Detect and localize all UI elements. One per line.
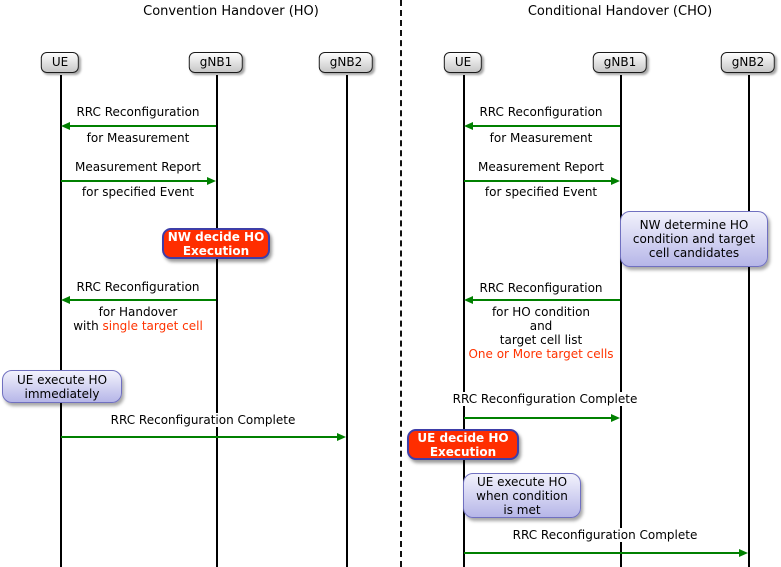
note-line: is met	[503, 502, 541, 517]
note-line: UE execute HO	[476, 474, 568, 489]
message-sublabel: for Measurement	[84, 131, 192, 145]
lifeline-gnb1-right	[620, 75, 622, 567]
note-line: cell candidates	[648, 246, 740, 260]
message-label: RRC Reconfiguration	[477, 281, 605, 295]
arrowhead-right-icon	[611, 413, 620, 422]
note-line: NW determine HO	[639, 218, 749, 232]
message-sublabel: target cell list	[497, 333, 585, 347]
message-arrow-right-meas-report	[464, 176, 620, 185]
arrowhead-right-icon	[337, 432, 346, 441]
lifeline-gnb1-left	[216, 75, 218, 567]
message-arrow-right-rrc-complete-1	[464, 413, 620, 422]
actor-box-gnb2-right: gNB2	[720, 52, 776, 73]
message-arrow-right-rrc-complete-2	[464, 548, 748, 557]
message-label: RRC Reconfiguration Complete	[510, 528, 700, 542]
note-line: immediately	[24, 386, 100, 401]
arrowhead-right-icon	[611, 176, 620, 185]
note-line: UE execute HO	[16, 372, 108, 387]
message-sublabel-highlighted: with single target cell	[71, 319, 205, 333]
note-box-ue-execute-immediately: UE execute HO immediately	[2, 370, 122, 403]
alert-box-nw-decide-ho: NW decide HO Execution	[162, 228, 270, 259]
note-box-nw-determine-ho-condition: NW determine HO condition and target cel…	[620, 211, 768, 267]
message-label: RRC Reconfiguration Complete	[108, 413, 298, 427]
message-sublabel: for HO condition	[489, 305, 593, 319]
arrow-shaft	[464, 552, 741, 554]
arrow-shaft	[464, 180, 613, 182]
arrowhead-left-icon	[464, 121, 473, 130]
message-arrow-left-meas-report	[61, 176, 216, 185]
message-arrow-left-rrc-meas	[61, 121, 216, 130]
message-label: RRC Reconfiguration Complete	[450, 392, 640, 406]
arrowhead-left-icon	[464, 295, 473, 304]
lifeline-gnb2-right	[748, 75, 750, 567]
message-sublabel: for Measurement	[487, 131, 595, 145]
actor-box-gnb2-left: gNB2	[318, 52, 374, 73]
message-label: RRC Reconfiguration	[74, 280, 202, 294]
message-sublabel: for Handover	[96, 305, 180, 319]
actor-box-ue-right: UE	[443, 52, 483, 73]
actor-box-gnb1-left: gNB1	[188, 52, 244, 73]
message-sublabel: and	[527, 319, 555, 333]
diagram-title-right: Conditional Handover (CHO)	[527, 4, 713, 19]
arrowhead-left-icon	[61, 295, 70, 304]
message-label: Measurement Report	[476, 160, 606, 174]
message-arrow-left-rrc-complete	[61, 432, 346, 441]
note-line: when condition	[476, 488, 568, 503]
arrow-shaft	[61, 436, 339, 438]
arrow-shaft	[68, 125, 216, 127]
message-sublabel: for specified Event	[482, 185, 600, 199]
message-sublabel-highlight: One or More target cells	[466, 347, 616, 361]
alert-line: NW decide HO	[167, 229, 265, 244]
arrow-shaft	[471, 125, 620, 127]
alert-line: Execution	[429, 444, 497, 459]
actor-box-gnb1-right: gNB1	[592, 52, 648, 73]
sublabel-highlight: single target cell	[102, 319, 203, 333]
arrow-shaft	[471, 299, 620, 301]
section-divider-dashed-line	[400, 0, 402, 567]
arrowhead-left-icon	[61, 121, 70, 130]
note-line: condition and target	[632, 232, 756, 246]
lifeline-gnb2-left	[346, 75, 348, 567]
message-arrow-left-rrc-ho	[61, 295, 216, 304]
arrow-shaft	[464, 417, 613, 419]
lifeline-ue-right	[463, 75, 465, 567]
message-arrow-right-rrc-meas	[464, 121, 620, 130]
alert-line: Execution	[182, 243, 250, 258]
message-arrow-right-rrc-cho	[464, 295, 620, 304]
arrow-shaft	[68, 299, 216, 301]
message-label: RRC Reconfiguration	[477, 105, 605, 119]
message-label: Measurement Report	[73, 160, 203, 174]
note-box-ue-execute-when-condition-met: UE execute HO when condition is met	[463, 473, 581, 518]
alert-box-ue-decide-ho: UE decide HO Execution	[407, 429, 519, 460]
arrow-shaft	[61, 180, 209, 182]
message-sublabel: for specified Event	[79, 185, 197, 199]
lifeline-ue-left	[60, 75, 62, 567]
message-label: RRC Reconfiguration	[74, 105, 202, 119]
sublabel-prefix: with	[73, 319, 103, 333]
actor-box-ue-left: UE	[40, 52, 80, 73]
arrowhead-right-icon	[739, 548, 748, 557]
alert-line: UE decide HO	[417, 430, 509, 445]
diagram-title-left: Convention Handover (HO)	[143, 4, 319, 19]
arrowhead-right-icon	[207, 176, 216, 185]
